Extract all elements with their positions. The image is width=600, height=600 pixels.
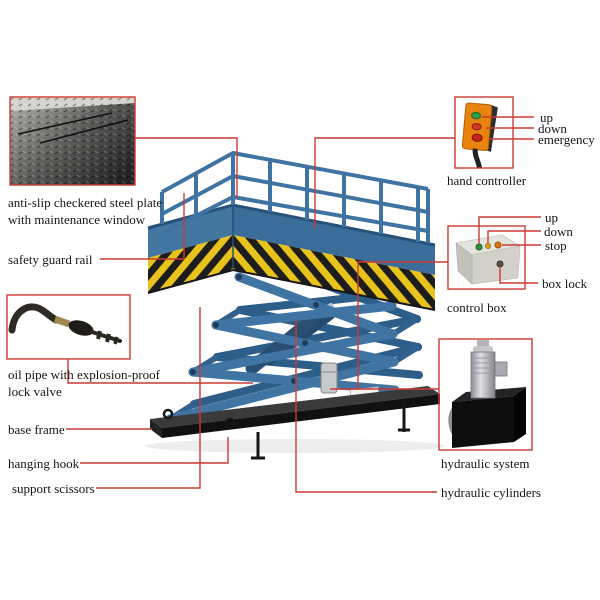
hazard-stripes-left [148, 235, 233, 293]
label-hydraulic-cylinders: hydraulic cylinders [441, 485, 541, 500]
motor-cap [477, 340, 489, 348]
label-oil-pipe-line2: lock valve [8, 384, 62, 399]
label-hc-down: down [538, 121, 567, 136]
hydraulic-system-photo [448, 340, 526, 448]
brass-fitting [53, 315, 71, 328]
anti-slip-plate-photo [10, 97, 135, 185]
label-oil-pipe: oil pipe with explosion-proof lock valve [8, 366, 160, 400]
label-hc-up: up [540, 110, 553, 125]
label-base-frame: base frame [8, 422, 65, 437]
callout-line-cb-down [487, 230, 541, 243]
callout-line-control-box [357, 261, 448, 390]
box-down-button [485, 243, 491, 249]
maintenance-window-seam [17, 112, 113, 135]
label-safety-guard-rail: safety guard rail [8, 252, 93, 267]
label-control-box: control box [447, 300, 507, 315]
hand-controller-photo [461, 102, 498, 169]
hanging-hook-ring-left [162, 408, 174, 420]
motor-junction-box [494, 361, 508, 377]
label-hydraulic-system: hydraulic system [441, 456, 530, 471]
label-hand-controller: hand controller [447, 173, 527, 188]
hanging-hook-ring [224, 417, 236, 429]
controller-emergency-button [471, 133, 483, 142]
callout-line-oil-pipe [67, 359, 253, 384]
controller-up-button [471, 111, 482, 120]
label-anti-slip-plate-line2: with maintenance window [8, 212, 146, 227]
leveling-jacks [251, 401, 410, 460]
controller-cable [472, 148, 482, 169]
callout-line-hanging-hook [80, 437, 229, 464]
label-cb-down: down [544, 224, 573, 239]
callout-line-plate [135, 137, 238, 198]
lock-valve-body [68, 320, 94, 336]
label-cb-box-lock: box lock [542, 276, 588, 291]
label-hanging-hook: hanging hook [8, 456, 80, 471]
oil-pipe-photo [8, 303, 122, 345]
maintenance-window-seam-2 [39, 119, 129, 144]
callout-line-support-scissors [96, 307, 201, 489]
label-anti-slip-plate-line1: anti-slip checkered steel plate [8, 195, 163, 210]
box-stop-button [494, 241, 502, 249]
scissor-lift-photo [145, 151, 445, 460]
label-cb-stop: stop [545, 238, 567, 253]
box-up-button [475, 243, 483, 251]
callout-line-cb-up [478, 216, 541, 244]
callout-line-guard-rail [100, 193, 185, 260]
control-box-photo [455, 234, 521, 285]
label-support-scissors: support scissors [12, 481, 95, 496]
scissor-pivots [190, 274, 319, 384]
callout-line-hand-controller [314, 137, 455, 228]
label-cb-up: up [545, 210, 558, 225]
safety-guard-rail [160, 151, 430, 243]
annotation-layer [6, 96, 541, 493]
label-anti-slip-plate: anti-slip checkered steel plate with mai… [8, 194, 162, 228]
inset-frame-plate [9, 96, 136, 186]
motor-body [470, 351, 496, 399]
inset-frame-control-box [447, 225, 526, 290]
hazard-stripes-front [233, 235, 435, 310]
oil-lock-valve-canister [320, 362, 338, 394]
label-oil-pipe-line1: oil pipe with explosion-proof [8, 367, 161, 382]
callout-line-hydraulic-cylinders [295, 320, 437, 493]
inset-frame-hydraulic-system [438, 338, 533, 451]
controller-down-button [471, 122, 482, 131]
ground-shadow [145, 439, 445, 453]
label-hc-emergency: emergency [538, 132, 595, 147]
inset-frame-hand-controller [454, 96, 514, 169]
callout-line-cb-lock [499, 266, 538, 284]
